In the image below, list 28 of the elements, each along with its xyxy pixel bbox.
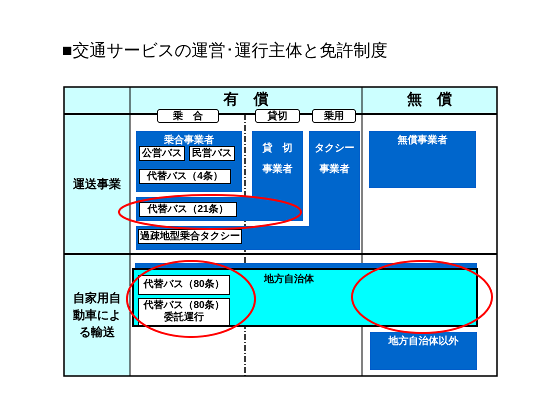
category-tab: 乗用 <box>312 109 356 123</box>
operator-box: 無償事業者 <box>369 131 476 188</box>
operator-box <box>132 268 478 327</box>
service-box: 公営バス <box>139 146 185 161</box>
box-label: 委託運行 <box>164 312 204 324</box>
box-label: 事業者 <box>262 162 292 177</box>
operator-box <box>309 131 360 250</box>
operator-box <box>252 131 303 221</box>
row-header: 運送事業 <box>64 114 130 254</box>
operator-box: 地方自治体以外 <box>370 332 477 370</box>
service-box: 代替バス（80条） <box>138 275 230 295</box>
row-header: 自家用自動車による輸送 <box>64 254 130 376</box>
box-label: 地方自治体 <box>264 272 314 287</box>
service-box: 代替バス（21条） <box>139 202 237 217</box>
operator-box <box>136 131 242 192</box>
slide-title: ■交通サービスの運営･運行主体と免許制度 <box>62 40 388 62</box>
service-box <box>138 298 230 326</box>
service-box: 代替バス（4条） <box>139 169 231 184</box>
box-label: 貸 切 <box>262 141 292 156</box>
column-header: 無 償 <box>362 87 497 114</box>
category-tab: 貸切 <box>255 109 300 123</box>
service-box: 民営バス <box>189 146 235 161</box>
box-label: 乗合事業者 <box>164 134 214 148</box>
box-label: 代替バス（80条） <box>143 300 225 311</box>
box-label: 事業者 <box>320 162 350 177</box>
category-tab: 乗 合 <box>157 109 219 123</box>
service-box: 過疎地型乗合タクシー <box>138 229 242 244</box>
box-label: タクシー <box>314 142 354 156</box>
